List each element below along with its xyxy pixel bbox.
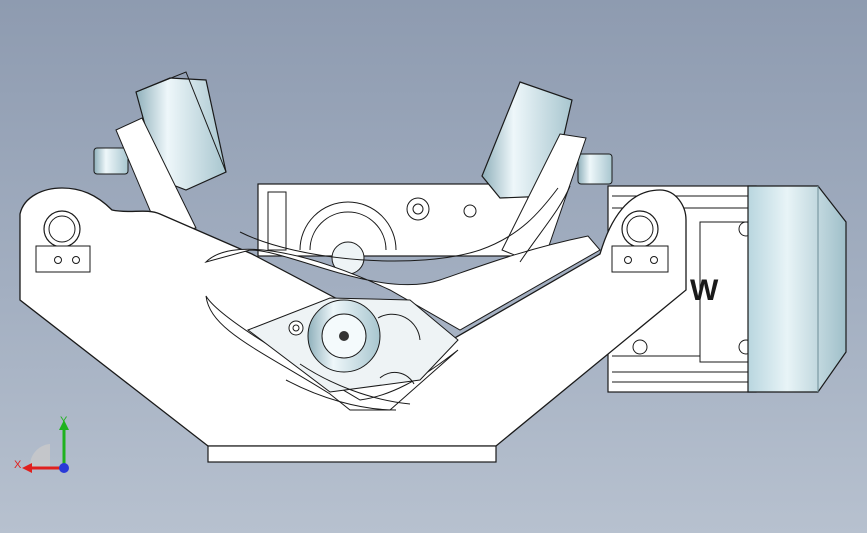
left-cylinder: [93, 71, 227, 235]
right-cylinder: [481, 81, 613, 267]
y-axis-head: [59, 420, 69, 430]
z-axis-dot: [59, 463, 69, 473]
motor-brand-text: W: [690, 274, 719, 307]
triad-plane: [29, 444, 50, 468]
v-frame: [19, 185, 687, 447]
y-axis-label: Y: [60, 415, 68, 427]
left-pivot: [35, 210, 91, 273]
gearbox-housing: [257, 183, 529, 275]
base-plate: [207, 445, 497, 463]
x-axis-label: X: [14, 459, 22, 471]
right-pivot: [611, 210, 669, 273]
x-axis-head: [22, 463, 32, 473]
orientation-triad[interactable]: Y X: [10, 410, 80, 480]
